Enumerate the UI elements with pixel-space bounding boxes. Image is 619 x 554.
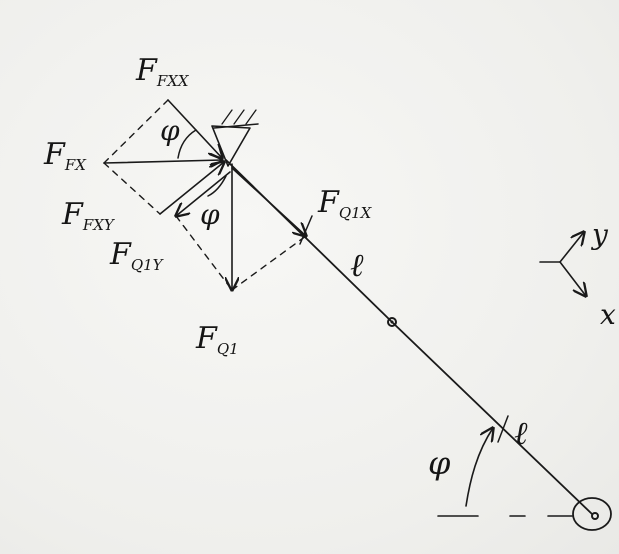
- wall-line: [213, 123, 259, 129]
- force-fxy-arrow: [159, 162, 224, 215]
- label-axis-y: y: [590, 218, 609, 251]
- mid-angle-arc: [207, 175, 227, 197]
- top-angle-arc: [177, 129, 197, 159]
- middle-joint-dot: [390, 320, 394, 324]
- label-f-q1: FQ1: [195, 321, 239, 358]
- label-f-fx: FFX: [43, 137, 87, 174]
- label-phi-top: φ: [160, 114, 180, 147]
- dashed-q1-q1x: [231, 235, 307, 291]
- force-q1x-arrow: [231, 167, 306, 236]
- label-f-fxy: FFXY: [61, 197, 116, 234]
- base-pivot-center: [591, 512, 599, 520]
- label-ell-lower: ℓ: [514, 414, 528, 452]
- rod-tick-upper: [299, 215, 313, 245]
- label-axis-x: x: [600, 298, 616, 331]
- force-q1y-arrow: [176, 171, 231, 216]
- label-f-fxx: FFXX: [135, 53, 190, 90]
- dashed-fx-fxx: [103, 99, 169, 164]
- rod-tick-lower: [497, 415, 509, 443]
- dashed-fx-fxy: [103, 162, 161, 215]
- axis-y-arrow: [559, 232, 584, 263]
- label-phi-base: φ: [428, 444, 451, 482]
- force-fxx-arrow: [167, 99, 222, 158]
- base-pivot-circle: [572, 497, 612, 531]
- label-f-q1y: FQ1Y: [109, 237, 165, 274]
- wall-hatch: [221, 109, 257, 125]
- base-angle-arc: [465, 428, 493, 507]
- middle-joint: [387, 317, 397, 327]
- label-phi-mid: φ: [200, 198, 220, 231]
- label-f-q1x: FQ1X: [317, 185, 373, 222]
- axis-x-arrow: [559, 261, 586, 296]
- force-fx-arrow: [103, 160, 222, 163]
- dashed-q1y-q1: [175, 215, 233, 291]
- label-ell-upper: ℓ: [350, 246, 364, 284]
